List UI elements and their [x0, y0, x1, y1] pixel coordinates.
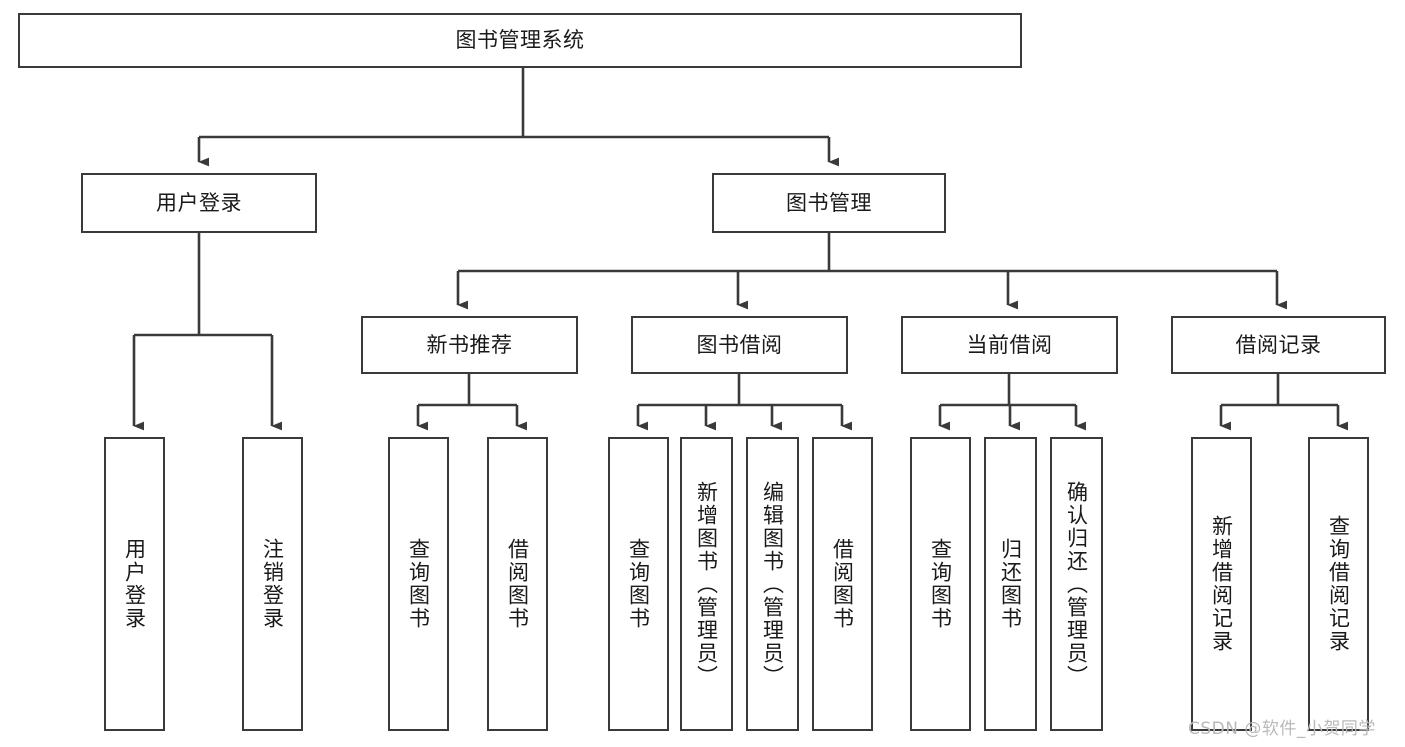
node-new-book-rec-label: 新书推荐 [426, 332, 513, 357]
node-leaf-query-book-3-label: 查询图书 [928, 538, 953, 630]
node-borrow-records[interactable]: 借阅记录 [1171, 316, 1386, 374]
node-borrow-records-label: 借阅记录 [1235, 332, 1322, 357]
node-current-borrow[interactable]: 当前借阅 [901, 316, 1118, 374]
node-leaf-query-book-1[interactable]: 查询图书 [388, 437, 449, 731]
node-leaf-borrow-book-1-label: 借阅图书 [505, 538, 530, 630]
node-leaf-confirm-return[interactable]: 确认归还（管理员） [1050, 437, 1103, 731]
node-book-admin-label: 图书管理 [786, 190, 872, 215]
node-book-borrow[interactable]: 图书借阅 [631, 316, 848, 374]
node-new-book-rec[interactable]: 新书推荐 [361, 316, 578, 374]
node-leaf-add-record[interactable]: 新增借阅记录 [1191, 437, 1252, 731]
node-book-borrow-label: 图书借阅 [696, 332, 783, 357]
node-current-borrow-label: 当前借阅 [966, 332, 1053, 357]
node-leaf-query-book-1-label: 查询图书 [406, 538, 431, 630]
node-leaf-return-book-label: 归还图书 [998, 538, 1023, 630]
csdn-watermark: CSDN @软件_小贺同学 [1188, 719, 1376, 739]
node-leaf-logout-label: 注销登录 [260, 538, 285, 630]
node-leaf-add-book-label: 新增图书（管理员） [694, 480, 719, 688]
node-user-login[interactable]: 用户登录 [81, 173, 317, 233]
node-leaf-add-record-label: 新增借阅记录 [1209, 515, 1234, 653]
node-leaf-borrow-book-2[interactable]: 借阅图书 [812, 437, 873, 731]
node-leaf-user-login-label: 用户登录 [122, 538, 147, 630]
node-leaf-query-book-2-label: 查询图书 [626, 538, 651, 630]
node-leaf-add-book[interactable]: 新增图书（管理员） [680, 437, 733, 731]
node-leaf-query-record-label: 查询借阅记录 [1326, 515, 1351, 653]
node-root[interactable]: 图书管理系统 [18, 13, 1022, 68]
node-leaf-borrow-book-2-label: 借阅图书 [830, 538, 855, 630]
node-leaf-user-login[interactable]: 用户登录 [104, 437, 165, 731]
node-leaf-logout[interactable]: 注销登录 [242, 437, 303, 731]
node-leaf-query-record[interactable]: 查询借阅记录 [1308, 437, 1369, 731]
node-leaf-edit-book[interactable]: 编辑图书（管理员） [746, 437, 799, 731]
node-leaf-borrow-book-1[interactable]: 借阅图书 [487, 437, 548, 731]
node-leaf-return-book[interactable]: 归还图书 [984, 437, 1037, 731]
node-book-admin[interactable]: 图书管理 [712, 173, 946, 233]
node-leaf-query-book-3[interactable]: 查询图书 [910, 437, 971, 731]
node-leaf-edit-book-label: 编辑图书（管理员） [760, 480, 785, 688]
node-leaf-query-book-2[interactable]: 查询图书 [608, 437, 669, 731]
node-root-label: 图书管理系统 [455, 28, 585, 53]
node-leaf-confirm-return-label: 确认归还（管理员） [1064, 480, 1089, 688]
node-user-login-label: 用户登录 [156, 190, 242, 215]
